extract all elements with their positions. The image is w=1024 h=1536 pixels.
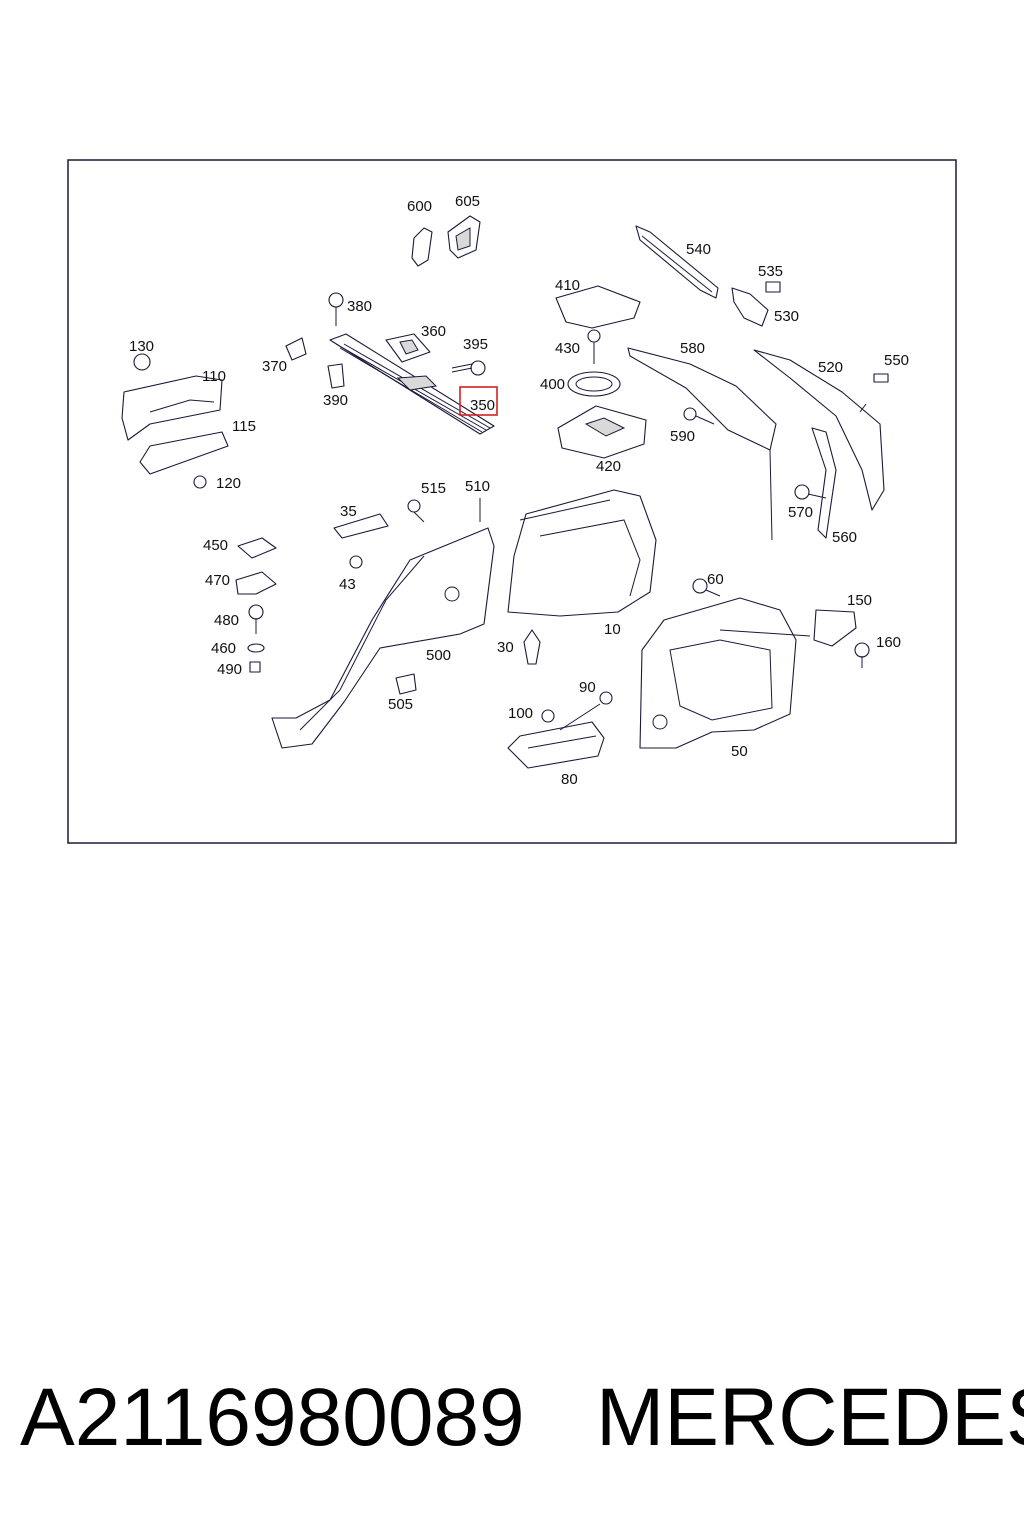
- callout-80: 80: [561, 771, 578, 788]
- part-10: [507, 489, 657, 617]
- part-370-390: [285, 337, 345, 389]
- callout-535: 535: [758, 263, 783, 280]
- callout-35: 35: [340, 503, 357, 520]
- part-380: [328, 292, 344, 326]
- brand-name: MERCEDES: [596, 1372, 1024, 1463]
- part-35-43-510-515: [333, 498, 481, 569]
- callout-60: 60: [707, 571, 724, 588]
- callout-530: 530: [774, 308, 799, 325]
- callout-580: 580: [680, 340, 705, 357]
- callout-460: 460: [211, 640, 236, 657]
- part-number: A2116980089: [20, 1372, 525, 1463]
- callout-395: 395: [463, 336, 488, 353]
- callout-520: 520: [818, 359, 843, 376]
- part-520-550: [753, 349, 889, 511]
- part-530-535: [731, 281, 781, 327]
- callout-470: 470: [205, 572, 230, 589]
- part-505: [395, 673, 417, 695]
- callout-370: 370: [262, 358, 287, 375]
- part-50: [639, 597, 811, 749]
- callout-540: 540: [686, 241, 711, 258]
- callout-410: 410: [555, 277, 580, 294]
- callout-110: 110: [202, 368, 226, 385]
- part-560-570: [794, 427, 837, 539]
- part-30: [523, 629, 541, 665]
- part-350: [329, 333, 495, 435]
- diagram-frame: [67, 159, 957, 844]
- callout-570: 570: [788, 504, 813, 521]
- callout-labels: 600 605 540 535 530 380 360 395 410 130 110 370 390 3…: [129, 193, 909, 788]
- callout-505: 505: [388, 696, 413, 713]
- callout-30: 30: [497, 639, 514, 656]
- callout-550: 550: [884, 352, 909, 369]
- callout-120: 120: [216, 475, 241, 492]
- callout-430: 430: [555, 340, 580, 357]
- part-60: [692, 578, 721, 597]
- callout-50: 50: [731, 743, 748, 760]
- part-600-605: [411, 215, 481, 267]
- caption: A2116980089 MERCEDES: [20, 1368, 1024, 1468]
- callout-605: 605: [455, 193, 480, 210]
- callout-360: 360: [421, 323, 446, 340]
- callout-43: 43: [339, 576, 356, 593]
- callout-510: 510: [465, 478, 490, 495]
- callout-160: 160: [876, 634, 901, 651]
- callout-10: 10: [604, 621, 621, 638]
- callout-515: 515: [421, 480, 446, 497]
- callout-150: 150: [847, 592, 872, 609]
- callout-390: 390: [323, 392, 348, 409]
- part-580-590: [627, 347, 777, 541]
- callout-490: 490: [217, 661, 242, 678]
- callout-560: 560: [832, 529, 857, 546]
- part-500: [271, 527, 495, 749]
- callout-590: 590: [670, 428, 695, 445]
- callout-90: 90: [579, 679, 596, 696]
- part-450-490: [235, 537, 277, 673]
- callout-350: 350: [470, 397, 495, 414]
- callout-400: 400: [540, 376, 565, 393]
- callout-480: 480: [214, 612, 239, 629]
- callout-130: 130: [129, 338, 154, 355]
- part-540: [635, 225, 719, 299]
- part-110-115-120-130: [121, 353, 229, 489]
- parts-diagram: 600 605 540 535 530 380 360 395 410 130 110 370 390 3…: [67, 159, 957, 844]
- callout-420: 420: [596, 458, 621, 475]
- callout-115: 115: [232, 418, 256, 435]
- part-150-160: [813, 609, 870, 668]
- callout-100: 100: [508, 705, 533, 722]
- callout-500: 500: [426, 647, 451, 664]
- callout-450: 450: [203, 537, 228, 554]
- part-360: [385, 333, 431, 363]
- part-400-410-420-430: [555, 285, 647, 459]
- highlight-box: [459, 386, 498, 416]
- callout-600: 600: [407, 198, 432, 215]
- part-80-90-100: [507, 691, 613, 769]
- callout-380: 380: [347, 298, 372, 315]
- part-395: [451, 360, 486, 376]
